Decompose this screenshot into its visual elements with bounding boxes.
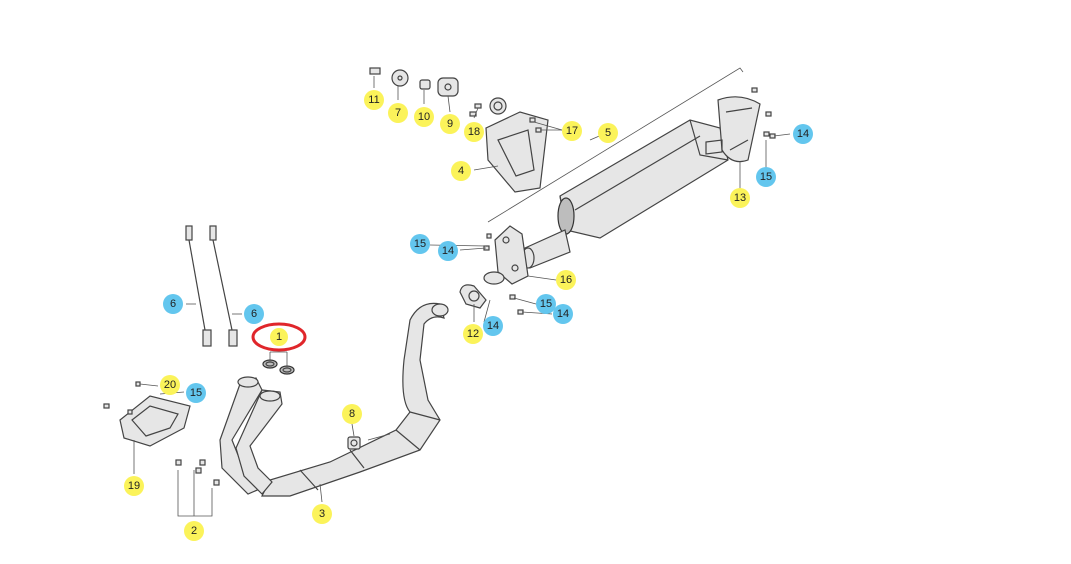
callout-number: 20 (164, 379, 176, 391)
callout-circle (598, 123, 618, 143)
callout-number: 1 (276, 331, 282, 343)
callout-number: 9 (447, 118, 453, 130)
heat-shield-part-19 (103, 381, 191, 447)
callout-2: 2 (184, 521, 204, 541)
callout-number: 13 (734, 192, 746, 204)
callout-5: 5 (598, 123, 618, 143)
callout-circle (160, 375, 180, 395)
hardware-top-row (369, 67, 542, 133)
callout-circle (388, 103, 408, 123)
callout-circle (438, 241, 458, 261)
callout-circle (451, 161, 471, 181)
callout-number: 18 (468, 126, 480, 138)
callout-14c: 14 (553, 304, 573, 324)
callout-circle (414, 107, 434, 127)
callout-3: 3 (312, 504, 332, 524)
callout-circle (312, 504, 332, 524)
callout-circle (730, 188, 750, 208)
callout-11: 11 (364, 90, 384, 110)
callout-circle (464, 122, 484, 142)
callout-circle (756, 167, 776, 187)
callout-15d: 15 (186, 383, 206, 403)
callout-19: 19 (124, 476, 144, 496)
callout-4: 4 (451, 161, 471, 181)
callout-circle (793, 124, 813, 144)
callout-6b: 6 (244, 304, 264, 324)
callout-circle (244, 304, 264, 324)
callout-8: 8 (342, 404, 362, 424)
leader-lines (133, 76, 791, 517)
header-pipes (219, 376, 283, 495)
hardware-right (483, 87, 776, 315)
callout-number: 4 (458, 165, 464, 177)
callout-number: 15 (760, 171, 772, 183)
callout-circle (553, 304, 573, 324)
hanger-bracket-part-4 (485, 97, 549, 193)
callout-20: 20 (160, 375, 180, 395)
callout-number: 17 (566, 125, 578, 137)
callout-circle (556, 270, 576, 290)
callout-18: 18 (464, 122, 484, 142)
callout-number: 15 (414, 238, 426, 250)
callout-number: 14 (442, 245, 454, 257)
callout-circle (562, 121, 582, 141)
callout-number: 12 (467, 328, 479, 340)
callout-circle (184, 521, 204, 541)
callout-number: 7 (395, 107, 401, 119)
callout-number: 16 (560, 274, 572, 286)
gaskets-part-1 (262, 359, 295, 375)
callout-number: 14 (557, 308, 569, 320)
callout-number: 15 (540, 298, 552, 310)
callout-number: 14 (797, 128, 809, 140)
callout-12: 12 (463, 324, 483, 344)
callout-circle (483, 316, 503, 336)
callout-circle (342, 404, 362, 424)
callout-circle (463, 324, 483, 344)
muffler-part-5 (487, 67, 744, 269)
callout-number: 5 (605, 127, 611, 139)
callout-9: 9 (440, 114, 460, 134)
callout-14b: 14 (438, 241, 458, 261)
callout-6a: 6 (163, 294, 183, 314)
end-cap-part-13 (705, 96, 761, 163)
callout-10: 10 (414, 107, 434, 127)
callout-17: 17 (562, 121, 582, 141)
callout-number: 14 (487, 320, 499, 332)
callout-15b: 15 (410, 234, 430, 254)
clamp-part-12 (459, 284, 487, 309)
callout-1: 1 (251, 322, 307, 352)
highlight-ring (251, 322, 307, 352)
callout-circle (270, 328, 288, 346)
callout-number: 2 (191, 525, 197, 537)
callout-16: 16 (556, 270, 576, 290)
callout-15c: 15 (536, 294, 556, 314)
callout-13: 13 (730, 188, 750, 208)
callout-circle (440, 114, 460, 134)
callout-number: 6 (251, 308, 257, 320)
oxygen-sensors-part-6 (185, 225, 238, 347)
callout-number: 11 (368, 94, 379, 106)
callout-number: 15 (190, 387, 202, 399)
callout-14a: 14 (793, 124, 813, 144)
callout-circle (163, 294, 183, 314)
studs-part-2 (175, 459, 220, 486)
callout-number: 8 (349, 408, 355, 420)
mid-pipe-part-3 (261, 302, 449, 497)
callout-number: 6 (170, 298, 176, 310)
nut-part-8 (347, 436, 361, 450)
callout-number: 10 (418, 111, 430, 123)
callout-7: 7 (388, 103, 408, 123)
callout-14d: 14 (483, 316, 503, 336)
callout-labels: 11 7 10 9 18 17 5 14 15 4 13 15 14 16 6 6 15 14 12 14 1 20 15 8… (124, 90, 813, 541)
callout-circle (186, 383, 206, 403)
callout-circle (364, 90, 384, 110)
callout-15a: 15 (756, 167, 776, 187)
callout-number: 19 (128, 480, 140, 492)
callout-circle (410, 234, 430, 254)
callout-number: 3 (319, 508, 325, 520)
callout-circle (536, 294, 556, 314)
callout-circle (124, 476, 144, 496)
